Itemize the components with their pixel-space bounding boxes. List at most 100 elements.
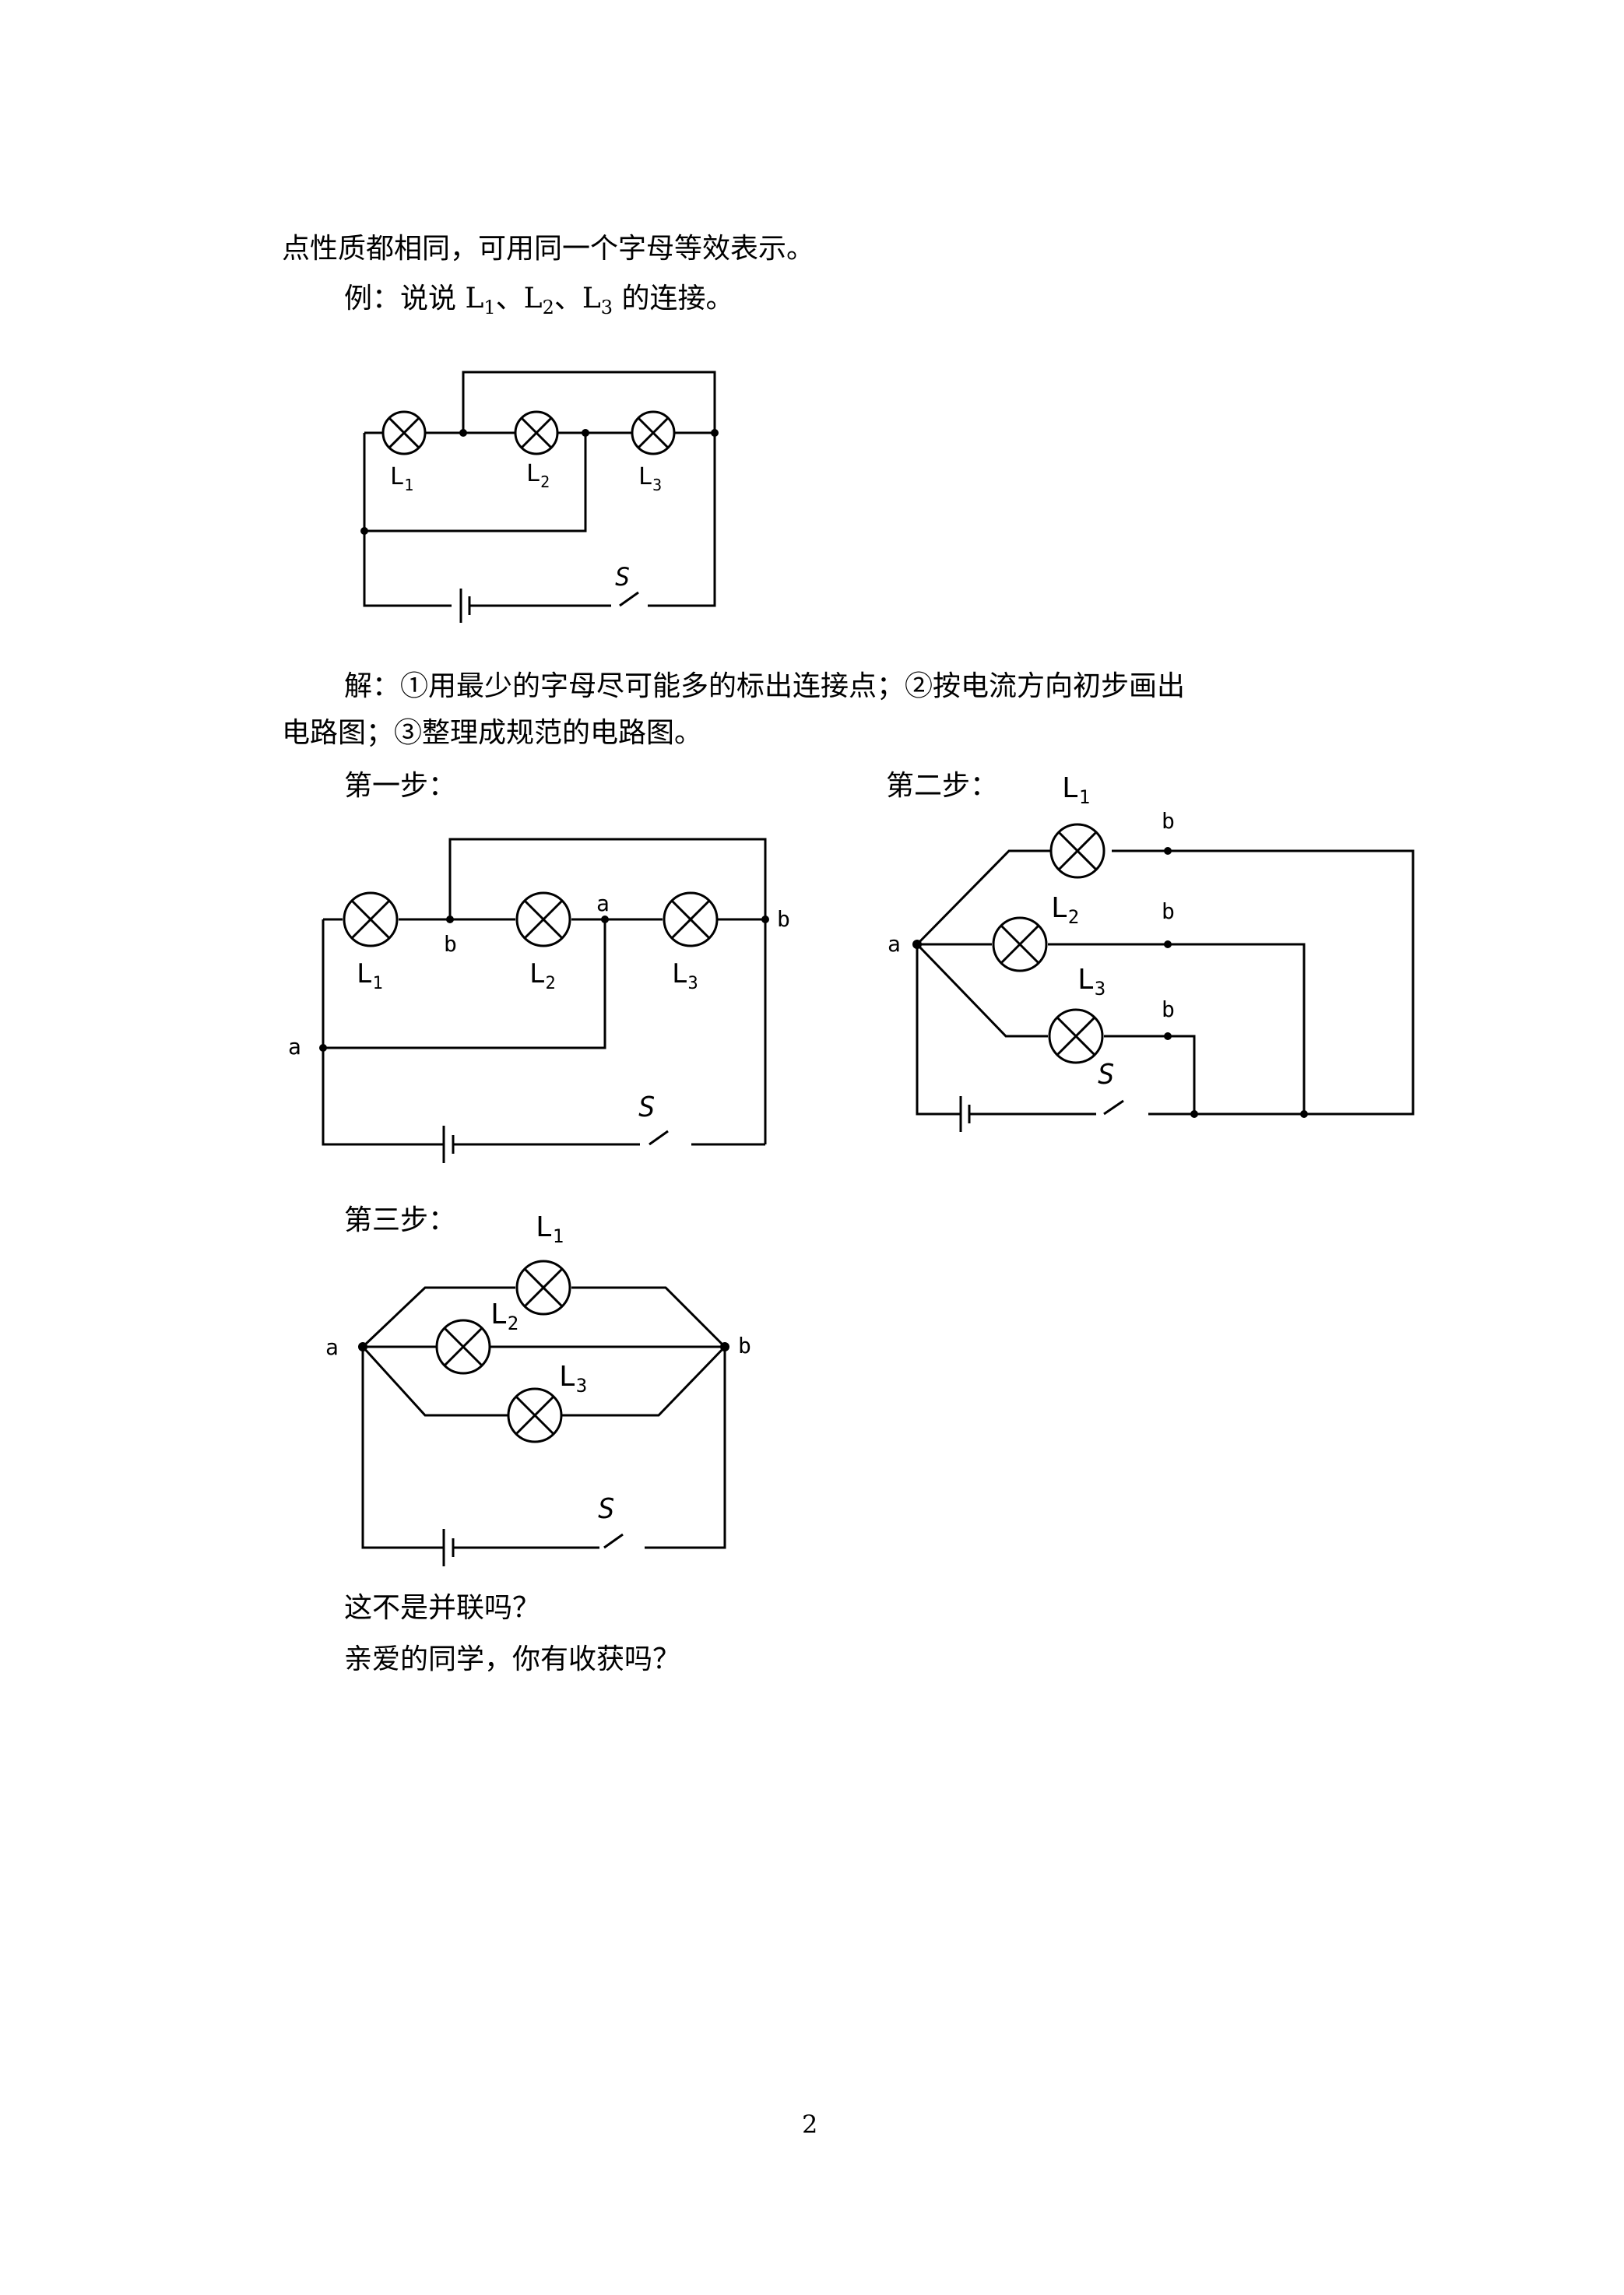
step1-node-b-label: b: [444, 931, 457, 957]
step2-node-b1-label: b: [1162, 808, 1175, 834]
step1-lamp-l2-icon: [515, 891, 571, 947]
example-sub-1: 1: [483, 297, 496, 318]
example-switch-label: S: [615, 562, 630, 592]
example-switch: [469, 591, 639, 607]
question-line-1: 这不是并联吗？: [344, 1592, 541, 1624]
step3-node-a-label: a: [325, 1334, 339, 1360]
junction-dot: [711, 429, 719, 437]
step2-node-b3-label: b: [1162, 996, 1175, 1022]
page-number: 2: [802, 2110, 818, 2139]
example-circuit: [363, 371, 716, 623]
text-line-1: 点性质都相同，可用同一个字母等效表示。: [282, 233, 815, 265]
step1-label-l1: L1: [357, 958, 383, 993]
step1-switch: [453, 1130, 669, 1146]
step1-label-l3: L3: [672, 958, 698, 993]
step3-switch: [453, 1533, 624, 1549]
step2-branch-1-right: [1112, 849, 1415, 1116]
example-prefix: 例：说说 L: [344, 283, 484, 315]
example-suffix: 的连接。: [613, 283, 734, 315]
junction-dot: [1300, 1110, 1308, 1118]
step3-switch-label: S: [598, 1493, 615, 1525]
example-sub-3: 3: [600, 297, 613, 318]
step3-node-b-label: b: [738, 1333, 751, 1358]
example-sep-1: 、L: [495, 283, 543, 315]
junction-dot: [761, 916, 769, 923]
step1-label: 第一步：: [344, 770, 457, 802]
example-label-l2: L2: [526, 460, 550, 491]
step3-lamp-l2-icon: [435, 1319, 491, 1375]
step2-bottom-left-wire: [916, 944, 961, 1116]
step1-top-wire: [448, 838, 767, 1144]
step3-label-l3: L3: [559, 1361, 587, 1397]
step1-switch-label: S: [638, 1091, 656, 1123]
step3-lamp-l1-icon: [515, 1260, 571, 1316]
step3-label-l2: L2: [490, 1299, 518, 1334]
example-lamp-l2-icon: [514, 410, 559, 455]
junction-dot: [582, 429, 589, 437]
step1-lamp-l3-icon: [663, 891, 719, 947]
step2-junctions: [912, 847, 1308, 1118]
step3-branch-3: [361, 1345, 726, 1417]
example-sub-2: 2: [542, 297, 554, 318]
step1-node-a-label: a: [596, 891, 610, 916]
junction-dot: [446, 916, 454, 923]
step2-branch-3-left: [916, 943, 1048, 1038]
step1-node-b2-label: b: [777, 906, 790, 932]
junction-dot: [319, 1044, 327, 1052]
question-line-2: 亲爱的同学，你有收获吗？: [344, 1643, 681, 1675]
step3-label: 第三步：: [344, 1204, 457, 1236]
step2-branch-3-right: [1104, 1035, 1196, 1114]
step2-label-l3: L3: [1077, 964, 1106, 1000]
step3-branch-1: [361, 1286, 726, 1348]
junction-dot: [1164, 847, 1172, 855]
step2-branch-2-right: [1048, 943, 1306, 1114]
step2-switch-label: S: [1098, 1059, 1115, 1091]
step3-right-wire: [645, 1347, 726, 1549]
solution-line-2: 电路图；③整理成规范的电路图。: [282, 717, 703, 749]
step1-node-a2-label: a: [288, 1034, 301, 1060]
step2-node-a-label: a: [888, 931, 901, 957]
step2-branch-1-left: [916, 849, 1051, 946]
example-middle-wire: [364, 433, 587, 532]
step3-left-wire: [361, 1347, 444, 1549]
step3-lamp-l3-icon: [507, 1387, 563, 1443]
junction-dot: [360, 527, 368, 535]
step1-bottom-left-wire: [322, 1048, 444, 1146]
example-top-wire: [462, 371, 716, 433]
example-bottom-right-wire: [648, 433, 716, 607]
step2-label-l1: L1: [1062, 772, 1090, 808]
step3-label-l1: L1: [536, 1211, 564, 1247]
step2-node-b2-label: b: [1162, 898, 1175, 924]
step2-circuit: [916, 849, 1415, 1132]
step1-label-l2: L2: [529, 958, 556, 993]
example-label-l1: L1: [390, 463, 413, 494]
example-bottom-left-wire: [363, 433, 452, 607]
example-lamp-l3-icon: [631, 410, 676, 455]
junction-dot: [720, 1342, 729, 1351]
step1-lamp-l1-icon: [343, 891, 399, 947]
junction-dot: [459, 429, 467, 437]
step3-junctions: [358, 1342, 729, 1351]
example-line: 例：说说 L1、L2、L3 的连接。: [344, 282, 734, 325]
example-junctions: [360, 429, 719, 535]
example-sep-2: 、L: [554, 283, 601, 315]
junction-dot: [1164, 940, 1172, 948]
step2-lamp-l3-icon: [1048, 1008, 1104, 1064]
solution-line-1: 解：①用最少的字母尽可能多的标出连接点；②按电流方向初步画出: [344, 670, 1186, 702]
step1-circuit: [322, 838, 767, 1163]
junction-dot: [358, 1342, 367, 1351]
example-lamp-l1-icon: [381, 410, 427, 455]
step2-label-l2: L2: [1051, 892, 1079, 928]
junction-dot: [1190, 1110, 1198, 1118]
example-label-l3: L3: [638, 463, 662, 494]
step2-switch: [969, 1099, 1124, 1116]
step2-lamp-l2-icon: [992, 916, 1048, 972]
step1-middle-wire: [322, 919, 606, 1049]
junction-dot: [601, 916, 609, 923]
step1-junctions: [319, 916, 769, 1052]
step3-circuit: [361, 1286, 726, 1566]
junction-dot: [912, 940, 922, 949]
step2-label: 第二步：: [886, 770, 999, 802]
junction-dot: [1164, 1032, 1172, 1040]
